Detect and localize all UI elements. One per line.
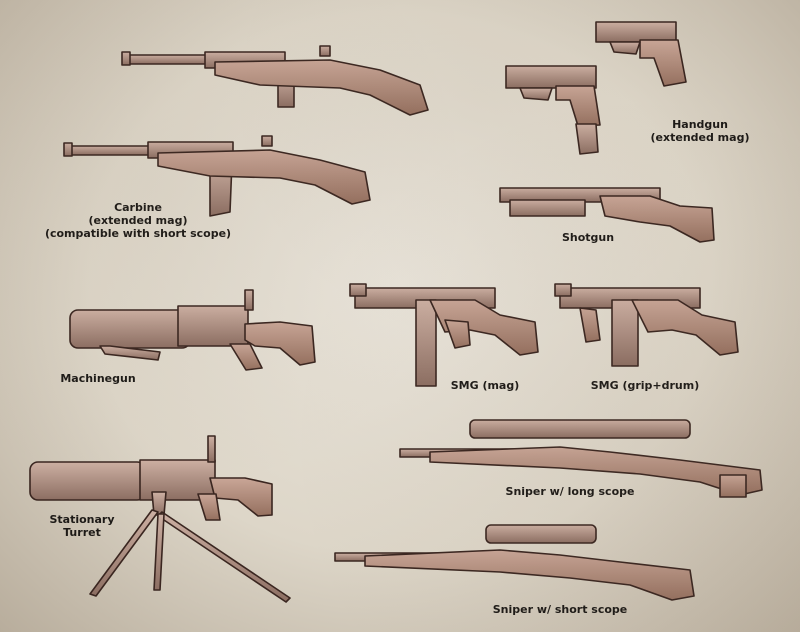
turret-label-line-1: Stationary — [49, 513, 115, 526]
machinegun-label: Machinegun — [48, 372, 148, 385]
sniper-long-scope-label-line-1: Sniper w/ long scope — [505, 485, 635, 498]
machinegun-label-line-1: Machinegun — [60, 372, 136, 385]
carbine-label-line-1: Carbine — [114, 201, 162, 214]
carbine-short-mag-drawing — [121, 45, 429, 116]
handgun-label: Handgun (extended mag) — [645, 118, 755, 144]
carbine-label-line-3: (compatible with short scope) — [44, 227, 232, 240]
smg-mag-drawing — [349, 283, 539, 387]
turret-label: Stationary Turret — [32, 513, 132, 539]
sniper-long-scope-drawing — [399, 419, 763, 498]
stationary-turret-drawing — [29, 435, 291, 603]
smg-mag-label: SMG (mag) — [440, 379, 530, 392]
sniper-long-scope-label: Sniper w/ long scope — [490, 485, 650, 498]
handgun-back-drawing — [595, 21, 687, 87]
handgun-label-line-1: Handgun — [672, 118, 728, 131]
shotgun-label-line-1: Shotgun — [561, 231, 615, 244]
handgun-front-drawing — [505, 65, 601, 155]
smg-drum-drawing — [554, 283, 739, 367]
turret-label-line-2: Turret — [63, 526, 101, 539]
machinegun-drawing — [69, 289, 316, 371]
handgun-label-line-2: (extended mag) — [650, 131, 750, 144]
smg-drum-label: SMG (grip+drum) — [580, 379, 710, 392]
sniper-short-scope-label-line-1: Sniper w/ short scope — [492, 603, 628, 616]
smg-drum-label-line-1: SMG (grip+drum) — [590, 379, 700, 392]
sniper-short-scope-drawing — [334, 524, 695, 601]
shotgun-drawing — [499, 187, 715, 243]
carbine-extended-mag-drawing — [63, 135, 371, 217]
shotgun-label: Shotgun — [548, 231, 628, 244]
carbine-label: Carbine (extended mag) (compatible with … — [43, 201, 233, 240]
smg-mag-label-line-1: SMG (mag) — [450, 379, 520, 392]
sniper-short-scope-label: Sniper w/ short scope — [470, 603, 650, 616]
carbine-label-line-2: (extended mag) — [88, 214, 188, 227]
